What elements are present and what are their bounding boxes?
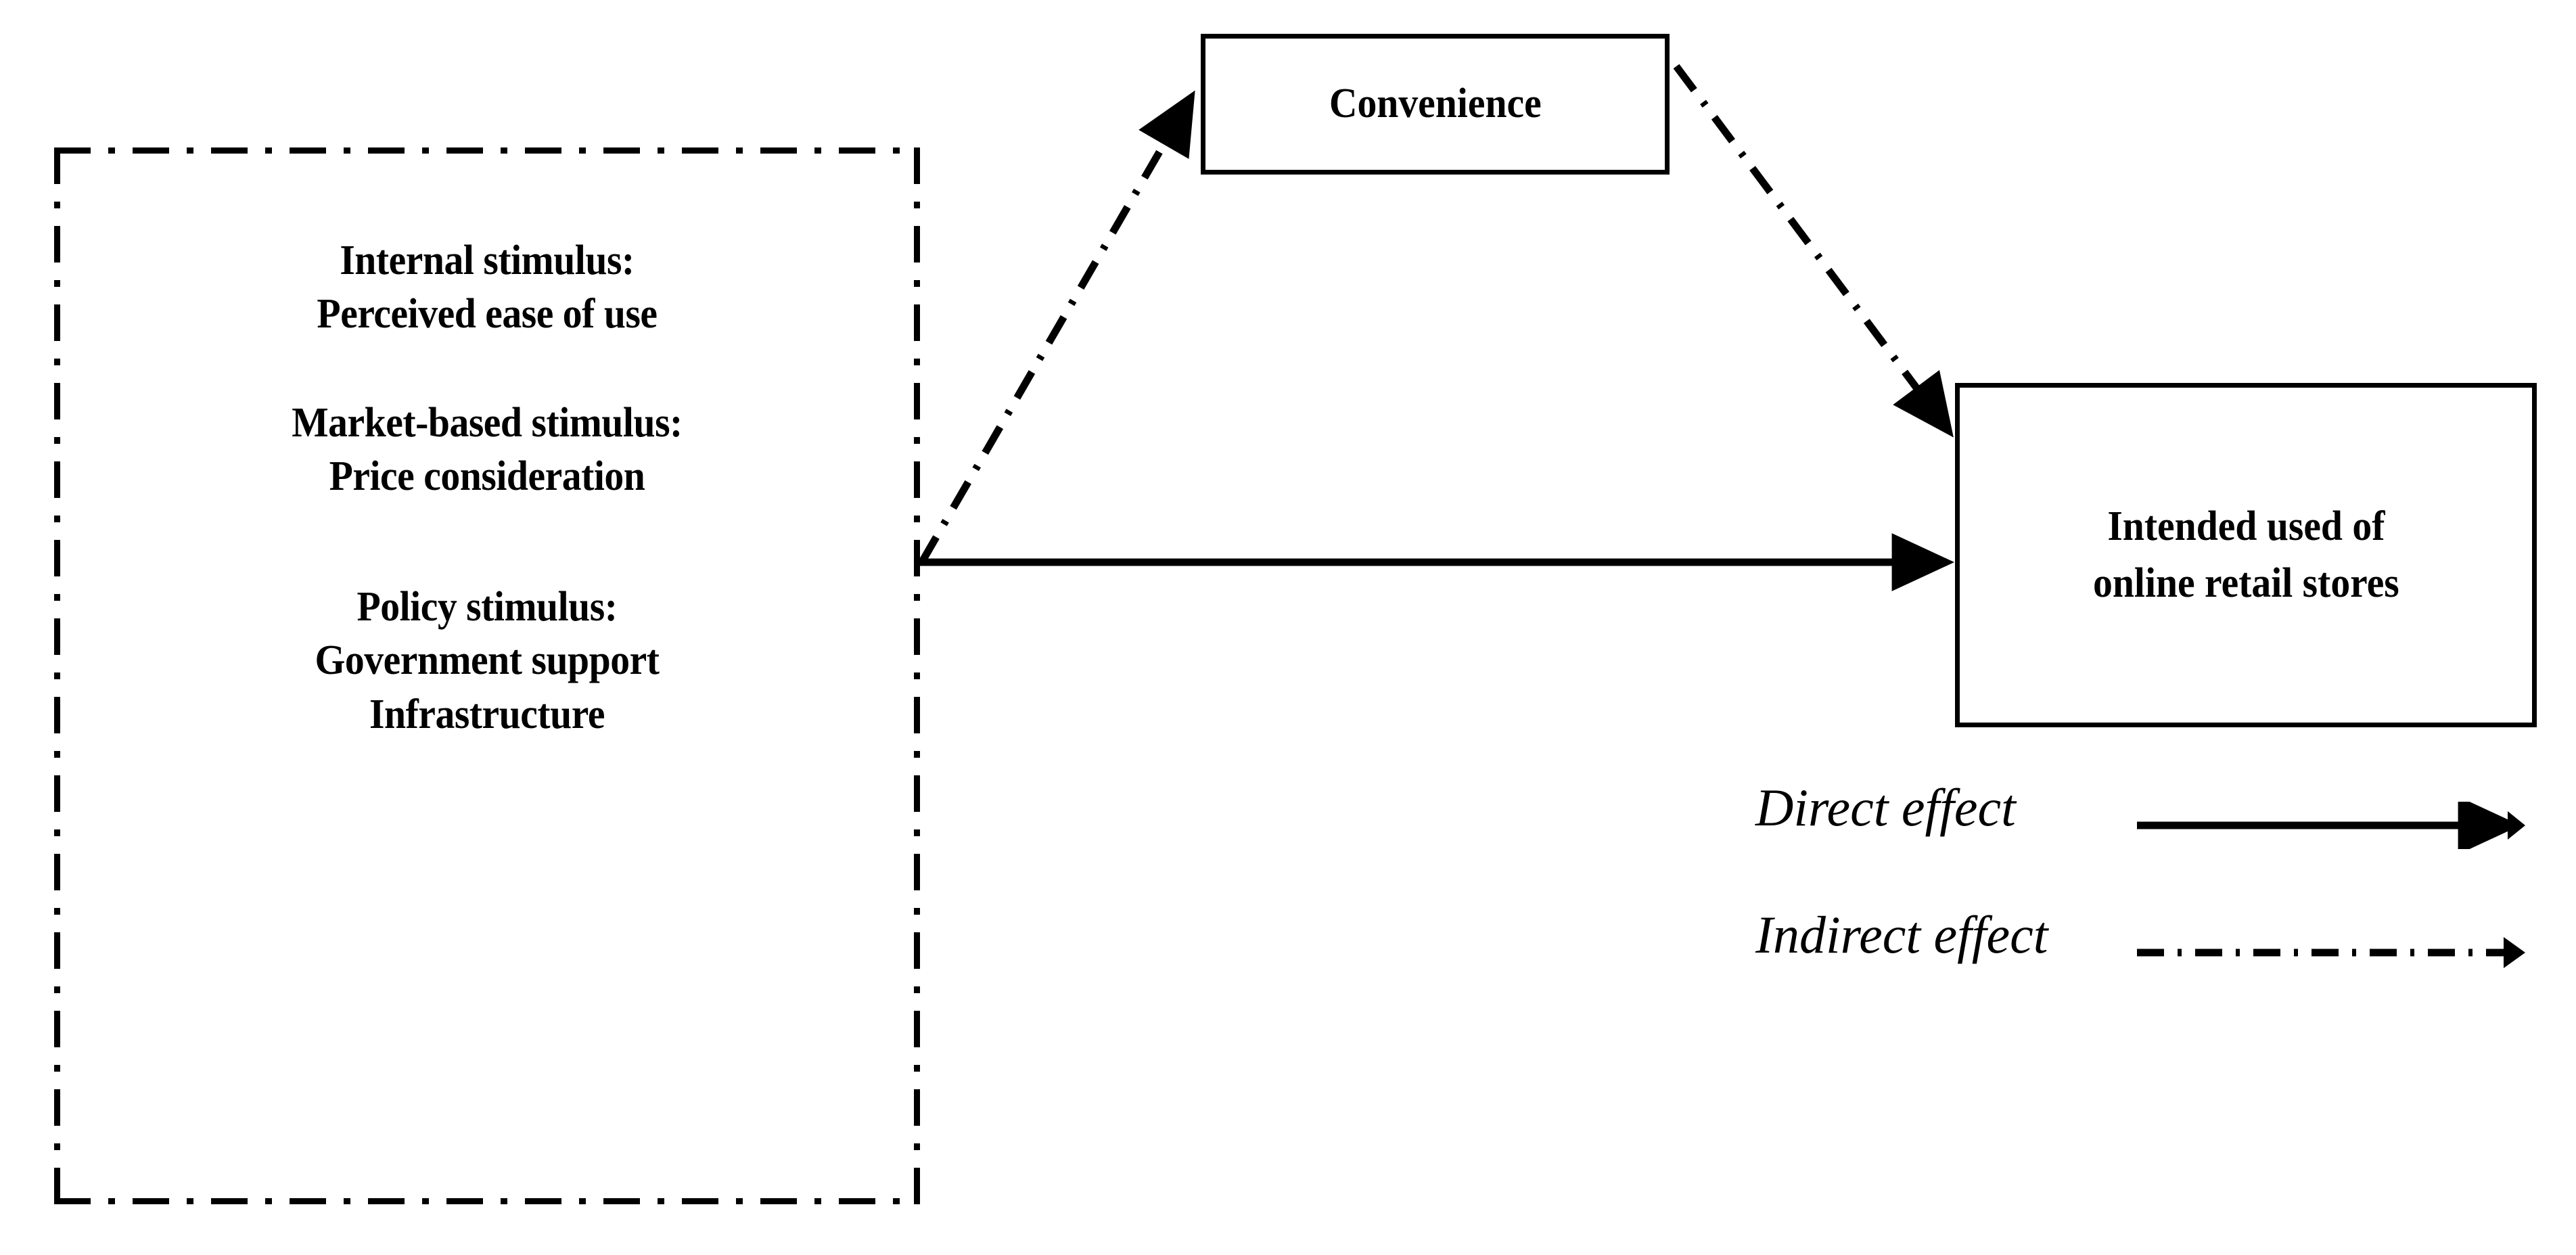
stimulus-market-item-1: Price consideration xyxy=(329,453,645,500)
stimulus-market-heading: Market-based stimulus: xyxy=(292,400,683,446)
stimulus-container-border-left xyxy=(54,147,60,1204)
connector-convenience-to-intended xyxy=(1673,64,1954,438)
legend-indirect-line-sample xyxy=(2137,937,2525,968)
stimulus-group-market: Market-based stimulus: Price considerati… xyxy=(85,396,890,504)
stimulus-container-border-right xyxy=(914,147,920,1204)
node-convenience: Convenience xyxy=(1201,34,1670,175)
stimulus-container-border-top xyxy=(54,147,920,154)
legend-entry-indirect: Indirect effect xyxy=(1752,909,2550,990)
node-convenience-label: Convenience xyxy=(1329,81,1542,127)
stimulus-policy-heading: Policy stimulus: xyxy=(356,584,618,630)
stimulus-internal-item-1: Perceived ease of use xyxy=(317,291,658,338)
stimulus-container-border-bottom xyxy=(54,1198,920,1204)
stimulus-policy-item-1: Government support xyxy=(315,637,660,684)
legend-direct-line-sample xyxy=(2137,802,2525,849)
stimulus-internal-heading: Internal stimulus: xyxy=(340,237,635,283)
node-intended-use: Intended used of online retail stores xyxy=(1955,383,2537,727)
node-intended-use-label-line-1: Intended used of xyxy=(2107,503,2385,549)
effect-legend: Direct effect Indirect effect xyxy=(1752,781,2550,1039)
legend-indirect-label: Indirect effect xyxy=(1755,905,2048,964)
node-intended-use-label-line-2: online retail stores xyxy=(2092,560,2399,606)
stimulus-group-policy: Policy stimulus: Government support Infr… xyxy=(85,580,890,741)
connector-stimulus-to-convenience xyxy=(918,90,1195,565)
stimulus-policy-item-2: Infrastructure xyxy=(369,691,605,737)
legend-entry-direct: Direct effect xyxy=(1752,781,2550,863)
stimulus-container: Internal stimulus: Perceived ease of use… xyxy=(54,147,920,1204)
stimulus-group-internal: Internal stimulus: Perceived ease of use xyxy=(85,234,890,342)
legend-direct-label: Direct effect xyxy=(1755,778,2016,837)
